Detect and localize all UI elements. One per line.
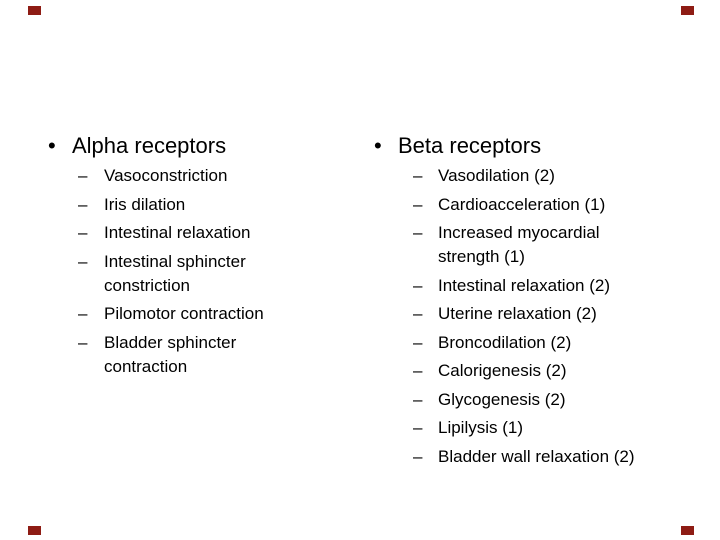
list-item: – Glycogenesis (2): [413, 388, 704, 412]
list-item: – Iris dilation: [78, 193, 348, 217]
list-item: – Vasoconstriction: [78, 164, 348, 188]
bullet-icon: •: [374, 133, 382, 158]
list-item: – Cardioacceleration (1): [413, 193, 704, 217]
beta-receptors-section: • Beta receptors – Vasodilation (2) – Ca…: [374, 132, 704, 473]
corner-mark-top-left: [28, 6, 41, 15]
dash-icon: –: [413, 418, 423, 437]
list-item: – Bladder sphincter contraction: [78, 331, 348, 379]
list-item-text: Glycogenesis (2): [438, 389, 566, 409]
list-item: – Vasodilation (2): [413, 164, 704, 188]
dash-icon: –: [413, 446, 423, 466]
dash-icon: –: [413, 389, 423, 409]
list-item-text: Iris dilation: [104, 194, 186, 214]
list-item-text: Uterine relaxation (2): [438, 304, 597, 323]
dash-icon: –: [413, 332, 423, 352]
list-item-text: Broncodilation (2): [438, 332, 572, 352]
dash-icon: –: [413, 275, 423, 295]
list-item-text: Intestinal relaxation (2): [438, 275, 610, 295]
list-item: – Uterine relaxation (2): [413, 302, 704, 326]
dash-icon: –: [78, 332, 88, 352]
dash-icon: –: [413, 304, 423, 323]
section-title: Alpha receptors: [72, 133, 227, 158]
list-item-text: Vasodilation (2): [438, 166, 555, 185]
dash-icon: –: [413, 194, 423, 214]
list-item: – Bladder wall relaxation (2): [413, 445, 704, 469]
list-item-text: Increased myocardial strength (1): [438, 223, 600, 266]
list-item-text: Intestinal sphincter constriction: [104, 251, 246, 295]
list-item-text: Calorigenesis (2): [438, 361, 567, 380]
corner-mark-top-right: [681, 6, 694, 15]
section-title: Beta receptors: [398, 133, 542, 158]
list-item: – Intestinal relaxation: [78, 221, 348, 245]
list-item: – Broncodilation (2): [413, 331, 704, 355]
dash-icon: –: [78, 304, 88, 323]
beta-items-list: – Vasodilation (2) – Cardioacceleration …: [374, 164, 704, 469]
list-item: – Lipilysis (1): [413, 416, 704, 440]
dash-icon: –: [78, 194, 88, 214]
dash-icon: –: [78, 251, 88, 271]
section-header: • Alpha receptors: [48, 132, 348, 160]
list-item-text: Bladder sphincter contraction: [104, 332, 237, 376]
bullet-icon: •: [48, 133, 56, 158]
section-header: • Beta receptors: [374, 132, 704, 160]
corner-mark-bottom-left: [28, 526, 41, 535]
list-item-text: Intestinal relaxation: [104, 223, 251, 242]
list-item-text: Cardioacceleration (1): [438, 194, 606, 214]
dash-icon: –: [413, 361, 423, 380]
list-item: – Calorigenesis (2): [413, 359, 704, 383]
alpha-receptors-section: • Alpha receptors – Vasoconstriction – I…: [48, 132, 348, 383]
dash-icon: –: [78, 166, 88, 185]
dash-icon: –: [78, 223, 88, 242]
list-item: – Intestinal relaxation (2): [413, 274, 704, 298]
alpha-items-list: – Vasoconstriction – Iris dilation – Int…: [48, 164, 348, 379]
corner-mark-bottom-right: [681, 526, 694, 535]
list-item: – Increased myocardial strength (1): [413, 221, 704, 269]
list-item-text: Lipilysis (1): [438, 418, 524, 437]
dash-icon: –: [413, 223, 423, 242]
list-item: – Pilomotor contraction: [78, 302, 348, 326]
list-item: – Intestinal sphincter constriction: [78, 250, 348, 298]
dash-icon: –: [413, 166, 423, 185]
list-item-text: Vasoconstriction: [104, 166, 228, 185]
list-item-text: Pilomotor contraction: [104, 304, 264, 323]
list-item-text: Bladder wall relaxation (2): [438, 446, 635, 466]
